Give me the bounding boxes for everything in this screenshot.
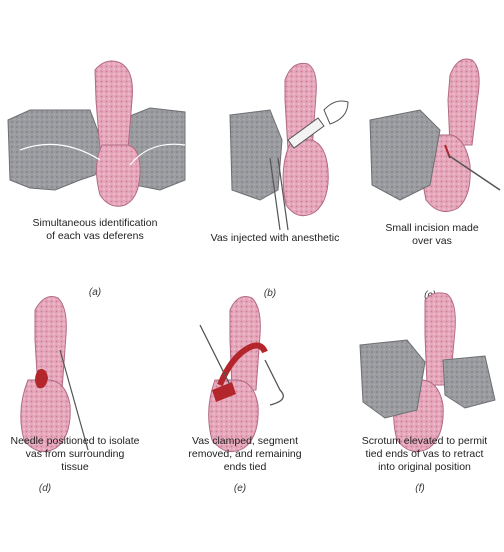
drape-right bbox=[442, 355, 496, 409]
panel-c: Small incision made over vas (c) bbox=[360, 40, 504, 301]
vas-segment bbox=[217, 342, 268, 387]
panel-f: Scrotum elevated to permit tied ends of … bbox=[345, 290, 504, 552]
drape bbox=[369, 109, 441, 201]
scrotum-shape bbox=[282, 139, 329, 217]
panel-c-illustration bbox=[369, 58, 501, 213]
scalpel bbox=[447, 154, 501, 191]
caption-d: Needle positioned to isolate vas from su… bbox=[10, 435, 140, 473]
syringe bbox=[287, 117, 325, 149]
syringe-plunger bbox=[323, 100, 349, 125]
panel-a: Simultaneous identification of each vas … bbox=[0, 40, 190, 298]
caption-c: Small incision made over vas bbox=[385, 222, 479, 247]
scrotum-shape bbox=[96, 144, 141, 207]
left-drape bbox=[7, 109, 106, 191]
panel-d: Needle positioned to isolate vas from su… bbox=[0, 290, 150, 552]
panel-e: Vas clamped, segment removed, and remain… bbox=[170, 290, 320, 552]
drape bbox=[359, 339, 426, 419]
caption-b: Vas injected with anesthetic bbox=[210, 232, 340, 244]
instrument bbox=[269, 157, 289, 231]
panel-f-illustration bbox=[359, 292, 496, 453]
clamp bbox=[199, 324, 284, 406]
penis-shape bbox=[447, 58, 480, 146]
scrotum-shape bbox=[20, 379, 71, 453]
label-b: (b) bbox=[263, 288, 277, 299]
panel-d-illustration bbox=[20, 296, 89, 453]
label-f: (f) bbox=[415, 483, 425, 494]
vas-lines bbox=[19, 143, 186, 166]
panel-b-illustration bbox=[229, 62, 349, 231]
penis-shape bbox=[229, 296, 261, 391]
vas-clamped bbox=[212, 382, 236, 402]
label-e: (e) bbox=[233, 483, 247, 494]
caption-e: Vas clamped, segment removed, and remain… bbox=[188, 435, 302, 473]
panel-b: Vas injected with anesthetic (b) bbox=[200, 40, 350, 300]
caption-a: Simultaneous identification of each vas … bbox=[32, 217, 158, 242]
label-d: (d) bbox=[38, 483, 52, 494]
panel-e-illustration bbox=[199, 296, 284, 453]
penis-shape bbox=[94, 60, 133, 151]
label-a: (a) bbox=[88, 287, 102, 298]
exposed-vas bbox=[35, 369, 48, 389]
needle bbox=[59, 349, 89, 451]
penis-shape bbox=[34, 296, 67, 391]
panel-a-illustration bbox=[7, 60, 186, 207]
drape bbox=[229, 109, 283, 201]
caption-f: Scrotum elevated to permit tied ends of … bbox=[361, 435, 488, 473]
